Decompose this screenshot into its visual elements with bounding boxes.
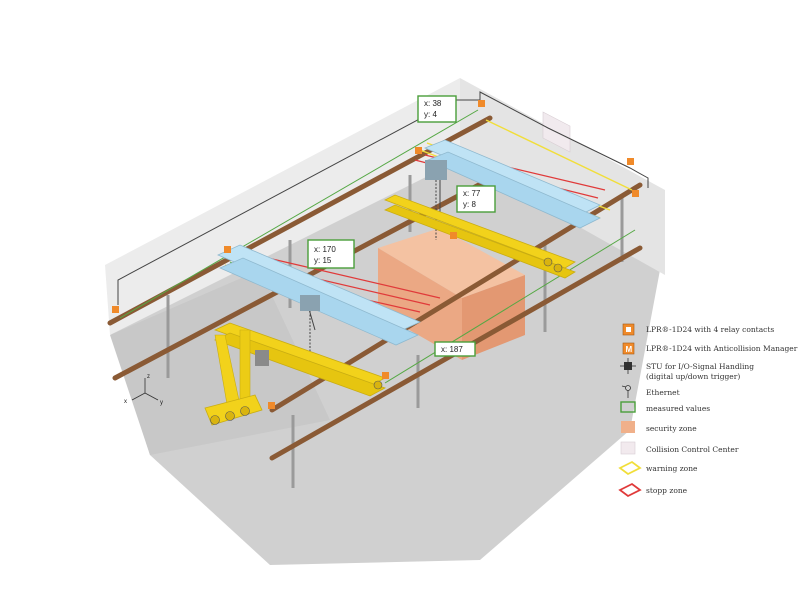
security-zone-block-left [378, 248, 462, 360]
hall-left-wall [105, 78, 460, 335]
anticollision-device-icon [415, 147, 422, 154]
legend-label: LPR®-1D24 with 4 relay contacts [646, 325, 774, 334]
legend-label: measured values [646, 404, 710, 413]
legend-label: (digital up/down trigger) [646, 372, 740, 381]
legend: LPR®-1D24 with 4 relay contacts M LPR®-1… [618, 323, 798, 498]
axis-indicator: x y z [124, 374, 163, 406]
legend-label: warning zone [646, 464, 698, 473]
warning-zone-icon [618, 460, 642, 476]
relay-device-icon [627, 158, 634, 165]
measured-x-label: x: 77 [463, 189, 481, 198]
yellow-gantry-crane [204, 322, 386, 426]
measured-x-label: x: 38 [424, 99, 442, 108]
measured-y-label: y: 4 [424, 110, 437, 119]
hall-back-wall [460, 78, 665, 275]
collision-center-icon [620, 441, 636, 455]
anticollision-device-icon [382, 372, 389, 379]
legend-label: STU for I/O-Signal Handling [646, 362, 754, 371]
yellow-crane-back [384, 194, 576, 279]
axis-y-label: y [160, 400, 163, 406]
measured-value-m4: x: 187 [434, 341, 476, 357]
relay-device-icon [268, 402, 275, 409]
rail-devices [112, 100, 639, 409]
relay-device-icon [478, 100, 485, 107]
anticollision-device-icon [224, 246, 231, 253]
anticollision-device-icon [450, 232, 457, 239]
measured-value-m2: x: 77 y: 8 [456, 185, 496, 213]
axis-x-label: x [124, 399, 127, 405]
stu-io-icon [620, 358, 636, 374]
relay-device-icon [112, 306, 119, 313]
legend-label: security zone [646, 424, 697, 433]
upper-crane [423, 139, 601, 240]
measured-y-label: y: 8 [463, 200, 476, 209]
stopp-zone-icon [618, 482, 642, 498]
measured-x-label: x: 187 [441, 345, 463, 354]
axis-z-label: z [147, 374, 150, 380]
measured-value-m3: x: 170 y: 15 [307, 239, 355, 269]
legend-label: Collision Control Center [646, 445, 739, 454]
measured-x-label: x: 170 [314, 245, 336, 254]
measured-value-m1: x: 38 y: 4 [417, 95, 457, 123]
measured-values-icon [620, 401, 636, 413]
ethernet-icon [621, 385, 631, 398]
security-zone-icon [621, 421, 635, 433]
middle-crane [217, 244, 421, 355]
legend-label: Ethernet [646, 388, 680, 397]
measured-y-label: y: 15 [314, 256, 332, 265]
legend-label: stopp zone [646, 486, 688, 495]
anticollision-device-icon [622, 342, 635, 355]
svg-text:M: M [626, 345, 633, 354]
relay-device-icon [632, 190, 639, 197]
legend-label: LPR®-1D24 with Anticollision Manager [646, 344, 798, 353]
